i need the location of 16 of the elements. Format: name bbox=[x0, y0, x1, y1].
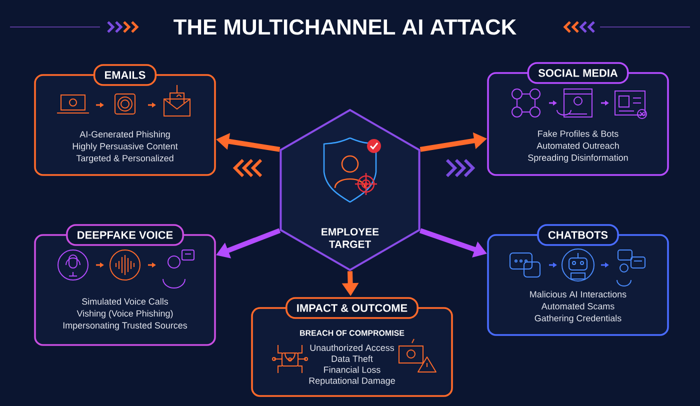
node-label: Data Theft bbox=[332, 355, 373, 362]
target-label: EMPLOYEE TARGET bbox=[322, 228, 379, 248]
node-label: Reputational Damage bbox=[309, 377, 395, 386]
description: Malicious AI Interactions Automated Scams Gathering Credentials bbox=[530, 290, 626, 324]
description: AI-Generated Phishing Highly Persuasive Content Targeted & Personalized bbox=[72, 130, 178, 164]
heading-pill: SOCIAL MEDIA bbox=[527, 62, 629, 84]
heading-pill: CHATBOTS bbox=[537, 224, 619, 246]
heading-pill: IMPACT & OUTCOME bbox=[286, 297, 418, 319]
description: Unauthorized Access Data Theft Financial Loss Reputational Damage bbox=[309, 344, 395, 386]
heading-pill: DEEPFAKE VOICE bbox=[66, 224, 184, 246]
node-label: Financial Loss bbox=[324, 366, 380, 373]
description: Fake Profiles & Bots Automated Outreach Spreading Disinformation bbox=[528, 130, 628, 163]
description: Simulated Voice Calls Vishing (Voice Phishing) Impersonating Trusted Sources bbox=[63, 298, 188, 330]
heading-pill: EMAILS bbox=[93, 64, 157, 86]
title: THE MULTICHANNEL AI ATTACK bbox=[174, 19, 516, 35]
node-label: Unauthorized Access bbox=[310, 344, 394, 351]
